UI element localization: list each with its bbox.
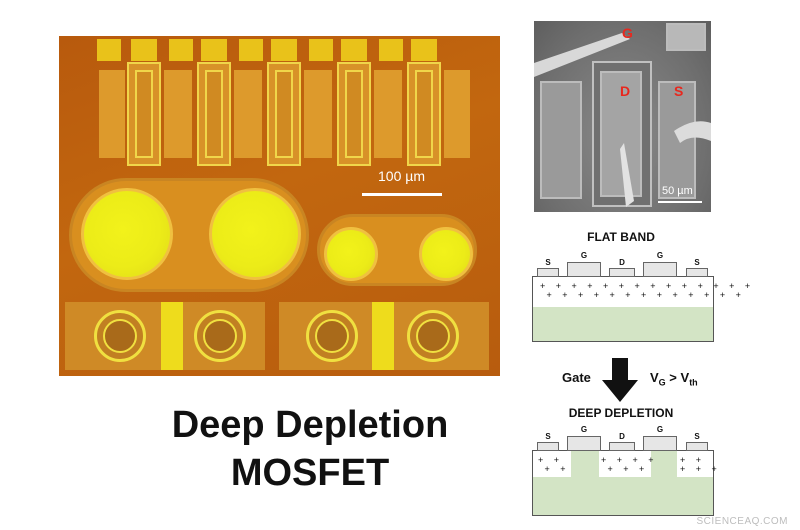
probe-needles (534, 33, 711, 207)
flat-band-label-g1: G (580, 251, 588, 260)
sem-scale-bar (658, 201, 702, 203)
deep-depletion-contact (643, 436, 677, 451)
gate-label: Gate (562, 370, 591, 385)
micrograph-scale-bar (362, 193, 442, 196)
flat-band-charges: + + + + + + + + + + + + + + + + + + + + … (540, 281, 755, 300)
sem-drain-label: D (620, 83, 631, 99)
sem-image: G D S 50 µm (534, 21, 711, 212)
sem-source-label: S (674, 83, 684, 99)
micrograph-scale-label: 100 µm (378, 168, 425, 184)
page-title-line1: Deep Depletion (171, 404, 449, 446)
sem-gate-label: G (622, 25, 633, 41)
deep-depletion-charges-left: + + + + (538, 455, 570, 474)
deep-depletion-label-g2: G (656, 425, 664, 434)
optical-micrograph (59, 36, 500, 376)
sem-scale-label: 50 µm (662, 185, 693, 197)
deep-depletion-label-s1: S (545, 432, 551, 441)
flat-band-label-s2: S (694, 258, 700, 267)
deep-depletion-charges-right: + + + + + (680, 455, 721, 474)
flat-band-contact (537, 268, 559, 277)
flat-band-contact (643, 262, 677, 277)
deep-depletion-label-g1: G (580, 425, 588, 434)
flat-band-contact (567, 262, 601, 277)
deep-depletion-contact (567, 436, 601, 451)
deep-depletion-charges-center: + + + + + + + (601, 455, 658, 474)
flat-band-label-s1: S (545, 258, 551, 267)
deep-depletion-label-d: D (619, 432, 625, 441)
deep-depletion-contact (686, 442, 708, 451)
flat-band-contact (609, 268, 635, 277)
deep-depletion-contact (537, 442, 559, 451)
page-title-line2: MOSFET (230, 452, 390, 494)
deep-depletion-label-s2: S (694, 432, 700, 441)
flat-band-title: FLAT BAND (587, 230, 655, 244)
flat-band-substrate (532, 276, 714, 342)
watermark: SCIENCEAQ.COM (696, 516, 788, 527)
flat-band-contact (686, 268, 708, 277)
flat-band-label-d: D (619, 258, 625, 267)
deep-depletion-contact (609, 442, 635, 451)
deep-depletion-substrate (532, 450, 714, 516)
gate-arrow (602, 358, 638, 402)
flat-band-label-g2: G (656, 251, 664, 260)
gate-condition: VG > Vth (650, 370, 698, 388)
deep-depletion-title: DEEP DEPLETION (568, 406, 674, 420)
